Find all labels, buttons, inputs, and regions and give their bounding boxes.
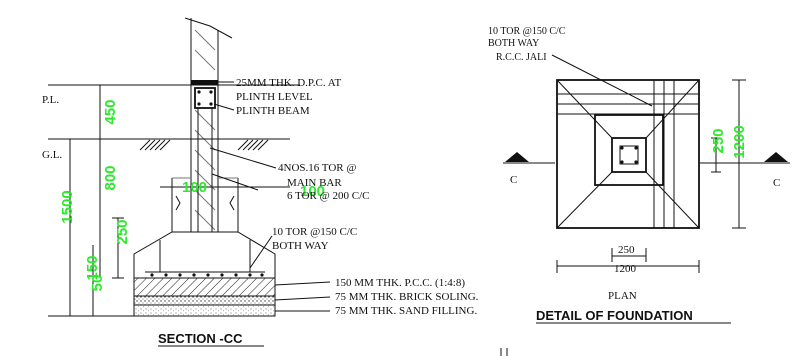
- plan-outer-footing: [556, 79, 700, 229]
- dim-1200-vertical: 1200: [731, 125, 748, 158]
- jali-note-line2: BOTH WAY: [488, 38, 539, 49]
- sand-filling-layer: [133, 304, 276, 317]
- section-cut-marker-right: [764, 152, 788, 162]
- dpc-band: [191, 80, 218, 85]
- plan-column: [611, 137, 647, 173]
- dim-250: 250: [114, 219, 131, 244]
- beam-leader: [213, 103, 235, 111]
- wall-break-line: [184, 17, 233, 39]
- sand-filling-note: 75 MM THK. SAND FILLING.: [335, 305, 477, 317]
- plan-inner-footing: [594, 114, 664, 186]
- dim-50: 50: [89, 275, 106, 292]
- plan-column-inner: [619, 145, 639, 165]
- plan-vertical-dimensions: [711, 79, 746, 229]
- corner-mark: [500, 348, 508, 356]
- wall: [190, 18, 219, 232]
- section-cut-label-right: C: [773, 177, 780, 189]
- section-cut-label-left: C: [510, 174, 517, 186]
- main-bar-leader: [209, 147, 277, 169]
- dim-250-plan: 250: [618, 244, 635, 256]
- dim-100-left: 100: [182, 179, 207, 196]
- dim-450: 450: [102, 99, 119, 124]
- pcc-note: 150 MM THK. P.C.C. (1:4:8): [335, 277, 465, 289]
- dpc-note-line2: PLINTH LEVEL: [236, 91, 313, 103]
- section-cc: P.L. G.L. 450 800 1500 250 150 50 100 10…: [42, 17, 479, 347]
- dim-1200-plan: 1200: [614, 263, 637, 275]
- pcc-layer: [133, 277, 276, 297]
- foundation-plan: 10 TOR @150 C/C BOTH WAY R.C.C. JALI C C…: [488, 26, 790, 324]
- section-cut-marker-left: [505, 152, 529, 162]
- pcc-leader: [274, 281, 331, 286]
- jali-leader: [551, 54, 653, 107]
- section-title: SECTION -CC: [158, 331, 243, 346]
- detail-title: DETAIL OF FOUNDATION: [536, 308, 693, 323]
- plan-slope-lines: [556, 79, 700, 229]
- ground-level-label: G.L.: [42, 149, 62, 161]
- ground-hatch: [139, 139, 269, 151]
- dim-1500: 1500: [59, 190, 76, 223]
- jali-note-line1: 10 TOR @150 C/C: [488, 26, 566, 37]
- column: [171, 108, 239, 232]
- dim-150: 150: [84, 255, 101, 280]
- brick-leader: [274, 296, 331, 301]
- main-bar-note-line2: MAIN BAR: [287, 177, 342, 189]
- dpc-note-line3: PLINTH BEAM: [236, 105, 310, 117]
- dpc-note-line1: 25MM THK. D.P.C. AT: [236, 77, 342, 89]
- footing-rebar-note-line1: 10 TOR @150 C/C: [272, 226, 357, 238]
- plan-horizontal-dimensions: [556, 248, 700, 273]
- main-bar-note-line3: 6 TOR @ 200 C/C: [287, 190, 369, 202]
- jali-note-line3: R.C.C. JALI: [496, 52, 547, 63]
- dim-100-right: 100: [300, 183, 325, 200]
- footing-rebar-leader: [249, 235, 273, 269]
- footing: [133, 231, 276, 278]
- stirrup-leader: [211, 173, 259, 191]
- dim-250-vertical: 250: [710, 128, 727, 153]
- brick-soling-layer: [133, 295, 276, 306]
- brick-soling-note: 75 MM THK. BRICK SOLING.: [335, 291, 479, 303]
- plan-jali-bars: [557, 80, 699, 228]
- plinth-beam: [194, 87, 216, 109]
- plan-label: PLAN: [608, 290, 637, 302]
- footing-rebar-note-line2: BOTH WAY: [272, 240, 329, 252]
- plinth-level-label: P.L.: [42, 94, 59, 106]
- vertical-dimensions: [48, 84, 134, 317]
- main-bar-note-line1: 4NOS.16 TOR @: [278, 162, 357, 174]
- dim-800: 800: [102, 165, 119, 190]
